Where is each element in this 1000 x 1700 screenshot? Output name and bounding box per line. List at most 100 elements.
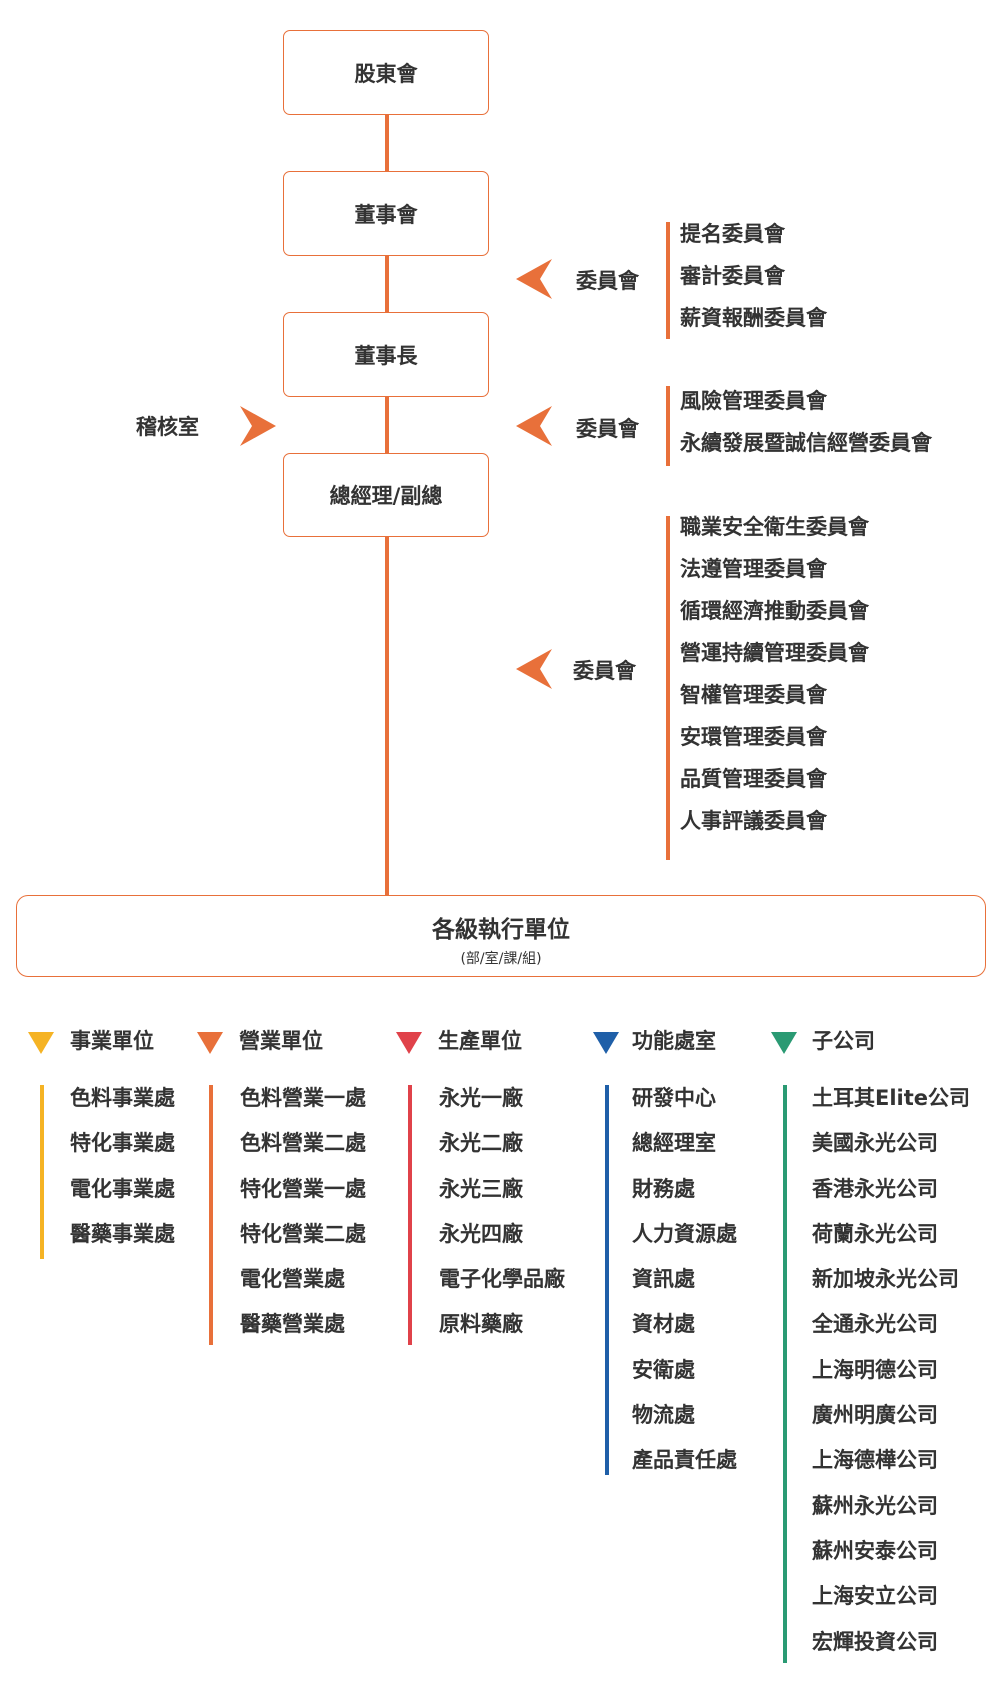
list-item: 色料營業二處 [240, 1131, 366, 1156]
president-label: 總經理/副總 [329, 484, 443, 508]
committee-item: 法遵管理委員會 [680, 557, 827, 581]
list-item: 特化營業一處 [240, 1176, 366, 1201]
triangle-down-icon [28, 1032, 54, 1054]
list-item: 永光二廠 [439, 1131, 523, 1156]
category-list: 永光一廠 永光二廠 永光三廠 永光四廠 電子化學品廠 原料藥廠 [439, 1083, 565, 1355]
category-title: 功能處室 [632, 1029, 716, 1053]
list-item: 新加坡永光公司 [812, 1267, 959, 1292]
committee-item: 薪資報酬委員會 [680, 306, 827, 330]
connector-line [385, 256, 389, 312]
list-item: 上海明德公司 [812, 1357, 938, 1382]
list-item: 香港永光公司 [812, 1176, 938, 1201]
executive-units-box: 各級執行單位 (部/室/課/組) [16, 895, 986, 977]
category-title: 營業單位 [239, 1029, 323, 1053]
connector-line [385, 115, 389, 171]
category-list: 色料事業處 特化事業處 電化事業處 醫藥事業處 [70, 1083, 175, 1264]
list-item: 研發中心 [632, 1086, 716, 1110]
committee-item: 循環經濟推動委員會 [680, 599, 869, 623]
list-item: 永光三廠 [439, 1176, 523, 1201]
list-item: 特化營業二處 [240, 1221, 366, 1246]
list-item: 荷蘭永光公司 [812, 1221, 938, 1246]
committee-item: 智權管理委員會 [680, 683, 827, 707]
committee-item: 審計委員會 [680, 264, 785, 288]
list-item: 上海德樺公司 [812, 1448, 938, 1473]
committee-item: 職業安全衛生委員會 [680, 515, 869, 539]
list-item: 產品責任處 [632, 1448, 737, 1473]
list-item: 蘇州安泰公司 [812, 1538, 938, 1563]
executive-subtitle: (部/室/課/組) [460, 951, 542, 967]
chevron-left-icon [516, 649, 552, 689]
list-item: 蘇州永光公司 [812, 1493, 938, 1518]
category-bar [408, 1085, 412, 1345]
list-item: 財務處 [632, 1176, 695, 1201]
committee-bracket [666, 516, 670, 860]
committee-label: 委員會 [576, 417, 639, 441]
shareholders-label: 股東會 [354, 61, 418, 86]
category-title: 生產單位 [438, 1029, 522, 1053]
committee-list: 風險管理委員會 永續發展暨誠信經營委員會 [680, 386, 932, 470]
committee-item: 安環管理委員會 [680, 725, 827, 749]
list-item: 全通永光公司 [812, 1312, 938, 1337]
committee-item: 提名委員會 [680, 222, 785, 246]
category-list: 色料營業一處 色料營業二處 特化營業一處 特化營業二處 電化營業處 醫藥營業處 [240, 1083, 366, 1355]
list-item: 美國永光公司 [812, 1131, 938, 1156]
committee-item: 永續發展暨誠信經營委員會 [680, 431, 932, 455]
committee-item: 營運持續管理委員會 [680, 641, 869, 665]
committee-item: 人事評議委員會 [680, 809, 827, 833]
list-item: 醫藥營業處 [240, 1312, 345, 1337]
chevron-right-icon [240, 406, 276, 446]
category-bar [783, 1085, 787, 1663]
chevron-left-icon [516, 259, 552, 299]
triangle-down-icon [593, 1032, 619, 1054]
category-title: 事業單位 [70, 1029, 154, 1053]
list-item: 永光一廠 [439, 1086, 523, 1110]
connector-line [385, 397, 389, 453]
category-bar [209, 1085, 213, 1345]
triangle-down-icon [771, 1032, 797, 1054]
committee-bracket [666, 386, 670, 466]
list-item: 物流處 [632, 1403, 695, 1428]
triangle-down-icon [396, 1032, 422, 1054]
list-item: 宏輝投資公司 [812, 1629, 938, 1654]
list-item: 人力資源處 [632, 1221, 737, 1246]
list-item: 資材處 [632, 1312, 695, 1337]
list-item: 電子化學品廠 [439, 1267, 565, 1292]
committee-list: 提名委員會 審計委員會 薪資報酬委員會 [680, 219, 827, 345]
list-item: 總經理室 [632, 1131, 716, 1156]
committee-item: 品質管理委員會 [680, 767, 827, 791]
shareholders-box: 股東會 [283, 30, 489, 115]
category-list: 研發中心 總經理室 財務處 人力資源處 資訊處 資材處 安衛處 物流處 產品責任… [632, 1083, 737, 1491]
chairman-label: 董事長 [354, 343, 418, 368]
list-item: 永光四廠 [439, 1221, 523, 1246]
board-label: 董事會 [354, 202, 418, 227]
list-item: 色料營業一處 [240, 1086, 366, 1110]
chairman-box: 董事長 [283, 312, 489, 397]
committee-label: 委員會 [576, 269, 639, 293]
list-item: 色料事業處 [70, 1086, 175, 1110]
chevron-left-icon [516, 406, 552, 446]
president-box: 總經理/副總 [283, 453, 489, 537]
list-item: 資訊處 [632, 1267, 695, 1292]
list-item: 原料藥廠 [439, 1312, 523, 1337]
committee-label: 委員會 [573, 659, 636, 683]
category-list: 土耳其Elite公司 美國永光公司 香港永光公司 荷蘭永光公司 新加坡永光公司 … [812, 1083, 970, 1672]
board-box: 董事會 [283, 171, 489, 256]
list-item: 廣州明廣公司 [812, 1403, 938, 1428]
list-item: 特化事業處 [70, 1131, 175, 1156]
executive-title: 各級執行單位 [432, 917, 570, 943]
committee-item: 風險管理委員會 [680, 389, 827, 413]
list-item: 土耳其Elite公司 [812, 1086, 971, 1110]
list-item: 醫藥事業處 [70, 1221, 175, 1246]
audit-label: 稽核室 [136, 415, 199, 439]
list-item: 電化營業處 [240, 1267, 345, 1292]
category-bar [40, 1085, 44, 1259]
triangle-down-icon [197, 1032, 223, 1054]
committee-list: 職業安全衛生委員會 法遵管理委員會 循環經濟推動委員會 營運持續管理委員會 智權… [680, 512, 869, 848]
list-item: 電化事業處 [70, 1176, 175, 1201]
list-item: 上海安立公司 [812, 1584, 938, 1609]
list-item: 安衛處 [632, 1357, 695, 1382]
category-bar [605, 1085, 609, 1475]
category-title: 子公司 [812, 1029, 875, 1053]
committee-bracket [666, 222, 670, 339]
connector-line [385, 537, 389, 895]
